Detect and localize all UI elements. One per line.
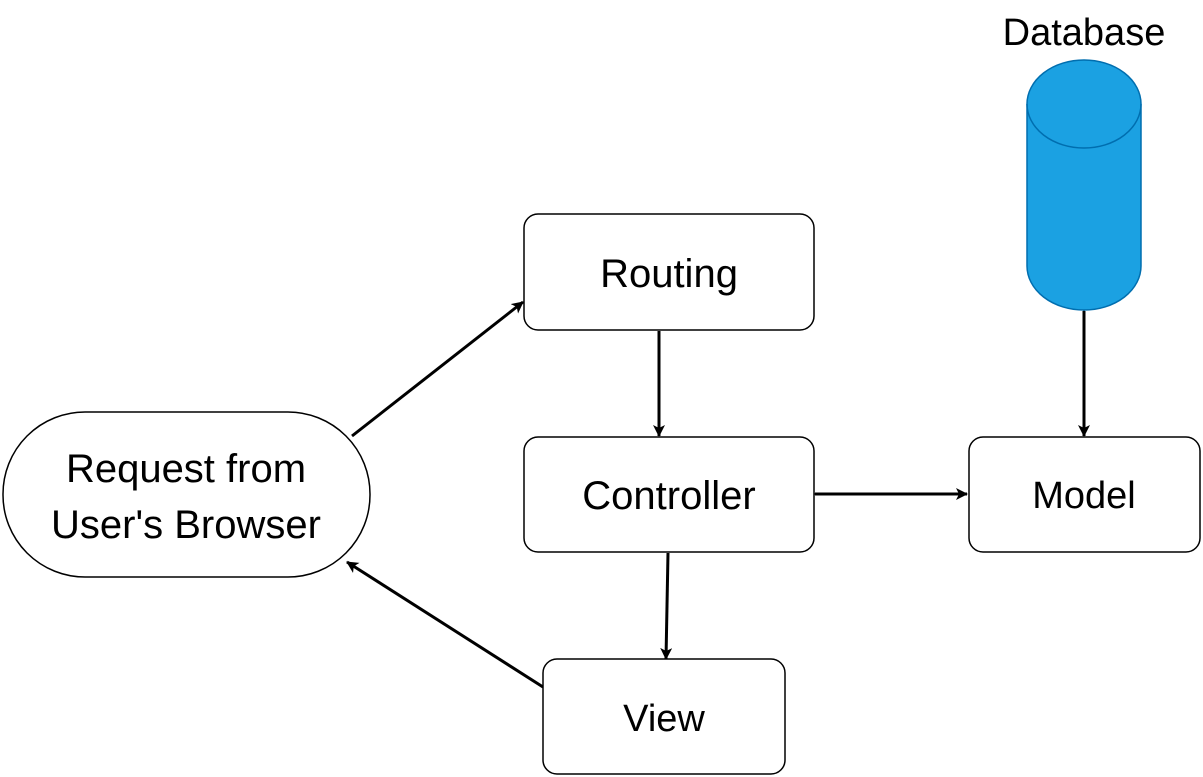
controller-node-shape bbox=[523, 436, 815, 553]
edge-view-to-request bbox=[346, 560, 544, 689]
database-node-label: Database bbox=[1003, 12, 1166, 54]
model-node: Model bbox=[968, 436, 1201, 553]
view-node-shape bbox=[542, 658, 786, 775]
routing-node-shape bbox=[523, 213, 815, 331]
edge-controller-to-view bbox=[660, 552, 673, 660]
routing-node: Routing bbox=[523, 213, 815, 331]
request-node: Request from User's Browser bbox=[2, 411, 371, 578]
database-cylinder-icon bbox=[1026, 59, 1142, 311]
controller-node-label: Controller bbox=[582, 474, 755, 518]
request-node-shape bbox=[2, 411, 371, 578]
database-cylinder-rim bbox=[1026, 103, 1142, 149]
view-node-label: View bbox=[623, 698, 705, 740]
model-node-label: Model bbox=[1032, 475, 1136, 517]
view-node: View bbox=[542, 658, 786, 775]
model-node-shape bbox=[968, 436, 1201, 553]
controller-node: Controller bbox=[523, 436, 815, 553]
edge-request-to-routing bbox=[351, 300, 524, 438]
database-node: Database bbox=[1003, 12, 1166, 311]
request-node-label-line1: Request from bbox=[66, 447, 306, 491]
request-node-label-line2: User's Browser bbox=[51, 503, 321, 547]
routing-node-label: Routing bbox=[600, 252, 738, 296]
